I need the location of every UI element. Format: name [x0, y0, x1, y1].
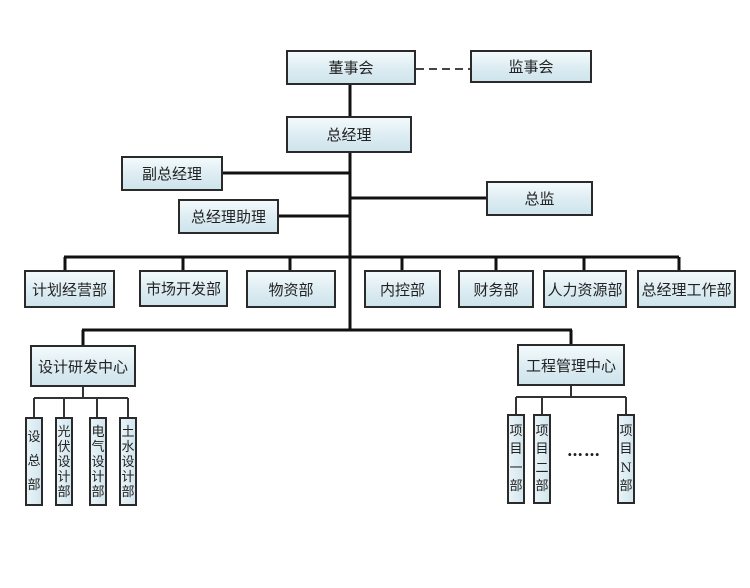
char: 目 — [509, 442, 523, 458]
char: 部 — [57, 485, 71, 500]
deputy-gm-label: 副总经理 — [141, 165, 202, 183]
char: 设 — [27, 429, 41, 445]
char: 目 — [619, 442, 633, 458]
dept-market[interactable]: 市场开发部 — [139, 270, 228, 307]
director-label: 总监 — [524, 190, 555, 208]
dept-hr[interactable]: 人力资源部 — [543, 270, 627, 308]
dept-gm-office[interactable]: 总经理工作部 — [637, 270, 736, 308]
char: 项 — [509, 423, 523, 439]
dept-materials[interactable]: 物资部 — [246, 270, 336, 308]
gm-assistant-label: 总经理助理 — [190, 208, 266, 226]
dept-label: 内控部 — [379, 280, 425, 299]
gm-label: 总经理 — [326, 126, 372, 144]
char: 部 — [27, 478, 41, 494]
design-center-box[interactable]: 设计研发中心 — [30, 345, 136, 387]
char: 目 — [535, 442, 549, 458]
char: 电 — [91, 425, 105, 440]
supervisory-label: 监事会 — [508, 58, 554, 76]
gm-assistant-box[interactable]: 总经理助理 — [178, 199, 279, 234]
design-center-label: 设计研发中心 — [37, 357, 128, 376]
char: 部 — [91, 485, 105, 500]
char: 水 — [121, 440, 135, 455]
char: 总 — [27, 453, 41, 469]
design-sub-pv[interactable]: 光 伏 设 计 部 — [55, 417, 73, 506]
char: N — [620, 460, 632, 476]
char: 二 — [535, 460, 549, 476]
project-dept-2[interactable]: 项 目 二 部 — [533, 414, 551, 504]
char: 设 — [91, 455, 105, 470]
char: 项 — [619, 423, 633, 439]
board-box[interactable]: 董事会 — [286, 50, 416, 85]
supervisory-box[interactable]: 监事会 — [470, 50, 592, 83]
char: 土 — [121, 425, 135, 440]
char: 设 — [57, 455, 71, 470]
dept-label: 计划经营部 — [31, 280, 107, 299]
ellipsis: …… — [567, 441, 601, 460]
char: 计 — [121, 470, 135, 485]
engineering-center-label: 工程管理中心 — [525, 356, 616, 375]
dept-label: 人力资源部 — [547, 280, 623, 299]
char: 气 — [91, 440, 105, 455]
engineering-center-box[interactable]: 工程管理中心 — [517, 344, 625, 386]
deputy-gm-box[interactable]: 副总经理 — [121, 156, 223, 191]
project-dept-n[interactable]: 项 目 N 部 — [617, 414, 635, 504]
director-box[interactable]: 总监 — [486, 181, 593, 216]
board-label: 董事会 — [328, 59, 374, 77]
dept-label: 市场开发部 — [145, 280, 221, 298]
dept-internal-control[interactable]: 内控部 — [364, 270, 441, 308]
dept-planning[interactable]: 计划经营部 — [24, 270, 115, 308]
char: 光 — [57, 425, 71, 440]
dept-finance[interactable]: 财务部 — [458, 270, 534, 308]
char: 部 — [619, 479, 633, 495]
gm-box[interactable]: 总经理 — [286, 116, 412, 153]
char: 设 — [121, 455, 135, 470]
char: 部 — [121, 485, 135, 500]
char: 伏 — [57, 440, 71, 455]
char: 一 — [509, 460, 523, 476]
dept-label: 财务部 — [473, 280, 519, 299]
design-sub-civil[interactable]: 土 水 设 计 部 — [119, 417, 137, 506]
char: 部 — [509, 479, 523, 495]
project-dept-1[interactable]: 项 目 一 部 — [507, 414, 525, 504]
design-sub-electrical[interactable]: 电 气 设 计 部 — [89, 417, 107, 506]
char: 项 — [535, 423, 549, 439]
char: 部 — [535, 479, 549, 495]
char: 计 — [57, 470, 71, 485]
dept-label: 总经理工作部 — [641, 280, 732, 299]
dept-label: 物资部 — [268, 280, 314, 299]
design-sub-general[interactable]: 设 总 部 — [25, 417, 43, 506]
char: 计 — [91, 470, 105, 485]
